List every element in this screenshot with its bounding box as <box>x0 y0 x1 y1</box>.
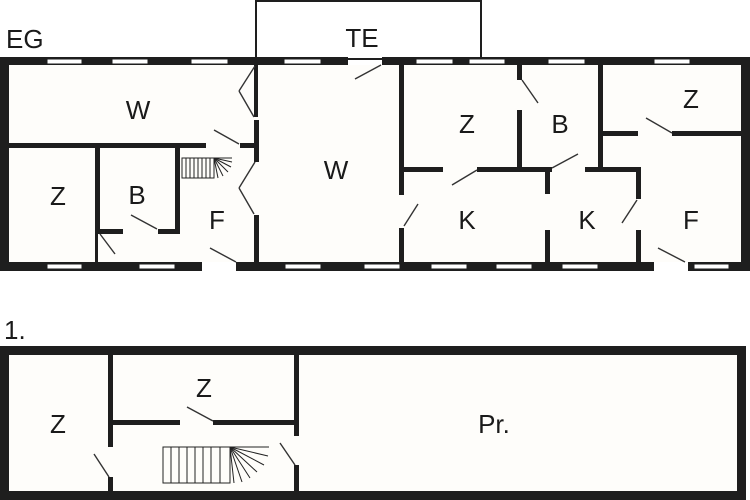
room-label-b1: B <box>128 180 145 210</box>
room-label-z2: Z <box>459 109 475 139</box>
floor-label-eg: EG <box>6 24 44 54</box>
room-label-z4: Z <box>50 409 66 439</box>
interior-walls-upper <box>108 354 299 493</box>
windows-bottom <box>46 263 730 270</box>
doors-ground <box>99 64 686 263</box>
staircase-upper <box>162 446 269 484</box>
room-label-z5: Z <box>196 373 212 403</box>
room-label-w1: W <box>126 95 151 125</box>
room-label-f1: F <box>209 205 225 235</box>
windows-top <box>46 58 691 65</box>
ground-floor-area <box>8 65 742 262</box>
room-label-pr: Pr. <box>478 409 510 439</box>
room-label-z3: Z <box>683 84 699 114</box>
doors-upper <box>93 406 296 478</box>
room-label-b2: B <box>551 109 568 139</box>
terrace <box>255 0 482 60</box>
staircase-ground <box>181 157 233 179</box>
door-te <box>354 64 382 80</box>
room-label-f2: F <box>683 205 699 235</box>
interior-walls-right <box>399 65 742 264</box>
room-label-k1: K <box>458 205 476 235</box>
interior-walls-left <box>8 65 259 265</box>
room-label-w2: W <box>324 155 349 185</box>
floor-label-1: 1. <box>4 315 26 345</box>
room-label-z1: Z <box>50 181 66 211</box>
room-label-k2: K <box>578 205 596 235</box>
room-label-te: TE <box>345 23 378 53</box>
upper-floor-outer-walls <box>0 346 746 500</box>
